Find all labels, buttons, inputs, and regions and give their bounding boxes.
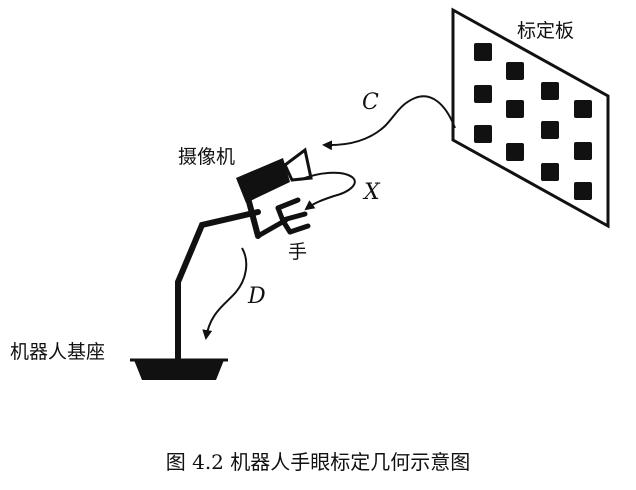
robot-arm — [175, 195, 261, 361]
robot-base-label: 机器人基座 — [10, 341, 106, 363]
calibration-board — [451, 7, 610, 229]
gripper — [255, 197, 311, 239]
hand-label: 手 — [288, 241, 308, 263]
camera-label: 摄像机 — [178, 146, 236, 168]
figure-caption: 图 4.2 机器人手眼标定几何示意图 — [165, 450, 471, 474]
transform-c-label: C — [362, 90, 379, 115]
robot-base — [130, 358, 228, 380]
camera — [236, 147, 313, 203]
transform-d-arrow — [202, 247, 248, 340]
calibration-board-label: 标定板 — [517, 20, 575, 42]
checker-squares — [474, 43, 592, 200]
transform-d-label: D — [248, 284, 266, 309]
transform-c-arrow — [322, 95, 456, 151]
transform-x-arrow — [299, 171, 356, 211]
transform-x-label: X — [364, 180, 380, 205]
